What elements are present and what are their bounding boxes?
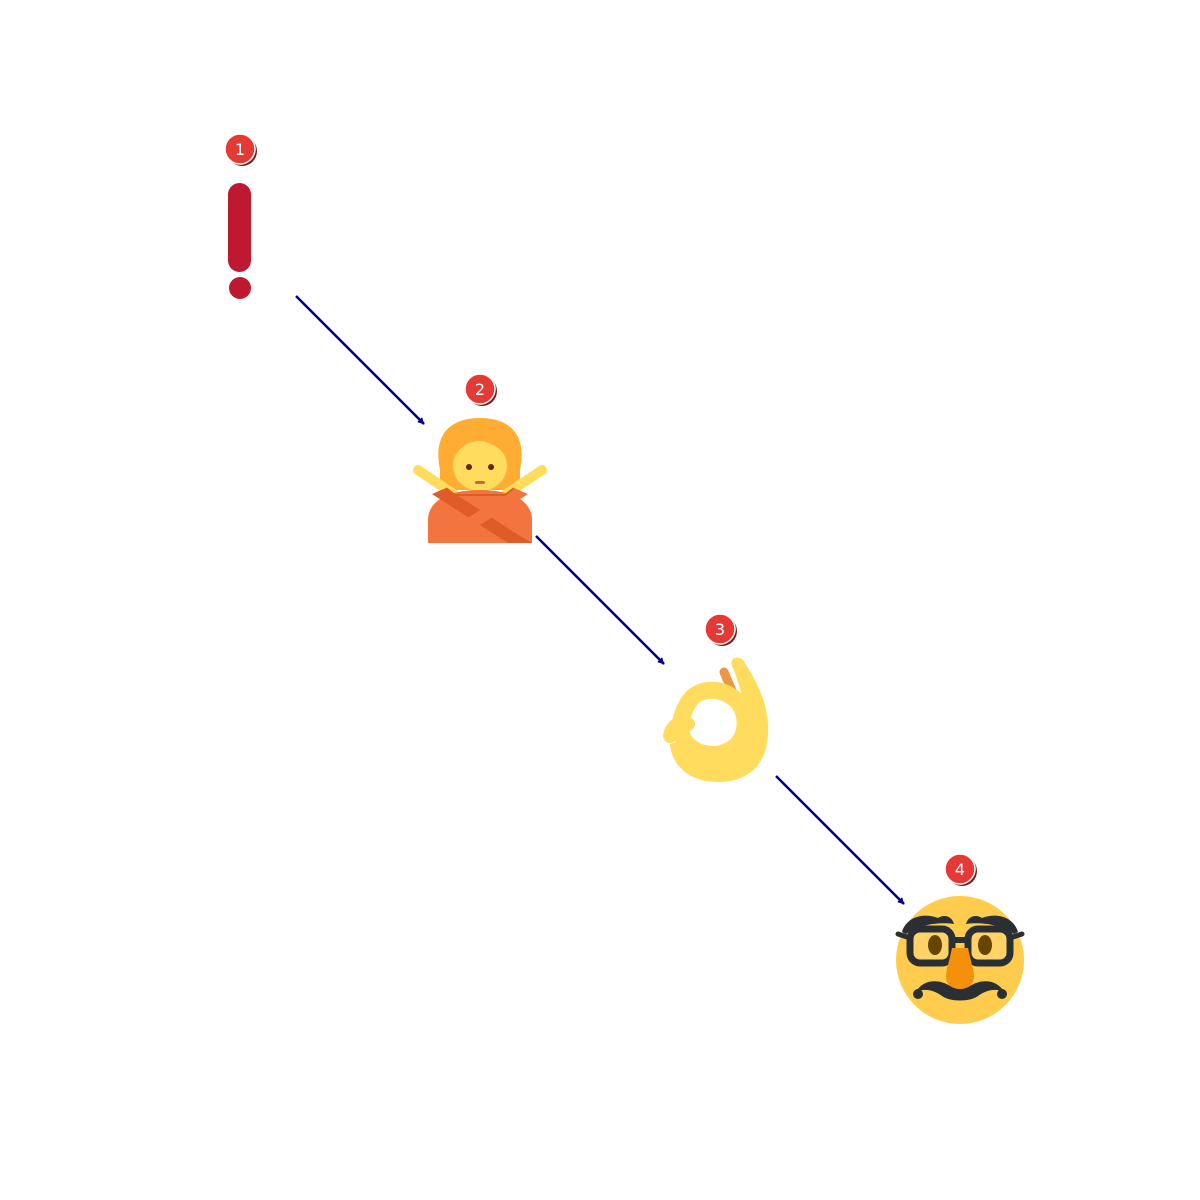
step-2-number: 2 — [475, 380, 485, 399]
step-1-number: 1 — [235, 140, 245, 159]
exclamation-mark-icon — [228, 183, 251, 299]
step-2-badge: 2 — [464, 373, 497, 406]
step-4: 4 — [895, 853, 1025, 1024]
arrow-1-to-2 — [295, 295, 425, 425]
step-1-badge: 1 — [224, 133, 257, 166]
disguised-face-icon — [895, 896, 1025, 1024]
step-4-badge: 4 — [944, 853, 977, 886]
step-3-badge: 3 — [704, 613, 737, 646]
ok-hand-icon — [663, 657, 769, 782]
step-3-number: 3 — [715, 620, 725, 639]
step-4-number: 4 — [955, 860, 965, 879]
step-3: 3 — [663, 613, 769, 782]
arrow-2-to-3 — [535, 535, 665, 665]
arrow-3-to-4 — [775, 775, 905, 905]
step-1: 1 — [224, 133, 257, 299]
step-2: 2 — [413, 373, 547, 543]
person-gesturing-no-icon — [413, 418, 547, 543]
